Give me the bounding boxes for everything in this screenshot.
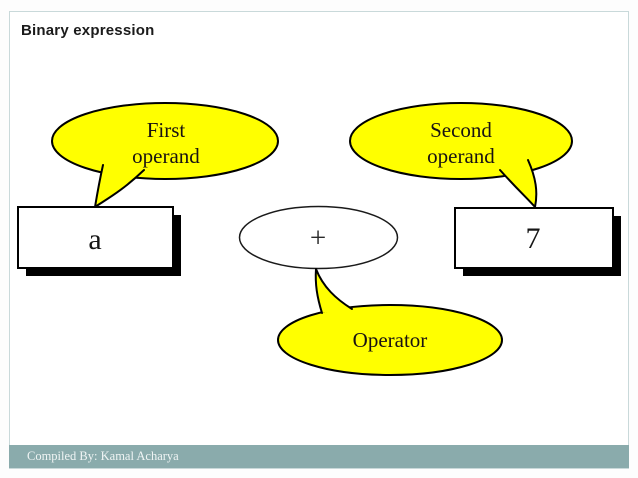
slide-title: Binary expression	[21, 22, 155, 39]
operator-callout: Operator	[277, 268, 503, 376]
operator-symbol: +	[310, 222, 326, 254]
second-operand-callout: Second operand	[349, 102, 573, 208]
footer-bar: Compiled By: Kamal Acharya	[9, 445, 629, 468]
operator-callout-bubble	[277, 304, 503, 376]
operand-7-box	[454, 207, 614, 269]
operator-callout-tail	[314, 268, 353, 314]
first-operand-callout-bubble	[51, 102, 279, 180]
first-operand-callout: First operand	[51, 102, 279, 208]
operand-a-value: a	[88, 223, 101, 256]
first-operand-label-line1: First	[147, 118, 186, 142]
second-operand-callout-tail	[499, 159, 538, 208]
operator-ellipse	[238, 205, 399, 270]
footer-credit-text: Compiled By: Kamal Acharya	[27, 449, 179, 463]
first-operand-label-line2: operand	[132, 144, 200, 168]
operand-a-box	[17, 206, 174, 269]
second-operand-callout-bubble	[349, 102, 573, 180]
second-operand-label-line2: operand	[427, 144, 495, 168]
first-operand-callout-tail	[94, 164, 145, 208]
operator-label: Operator	[353, 328, 428, 352]
operand-7-value: 7	[526, 222, 541, 255]
second-operand-label-line1: Second	[430, 118, 492, 142]
